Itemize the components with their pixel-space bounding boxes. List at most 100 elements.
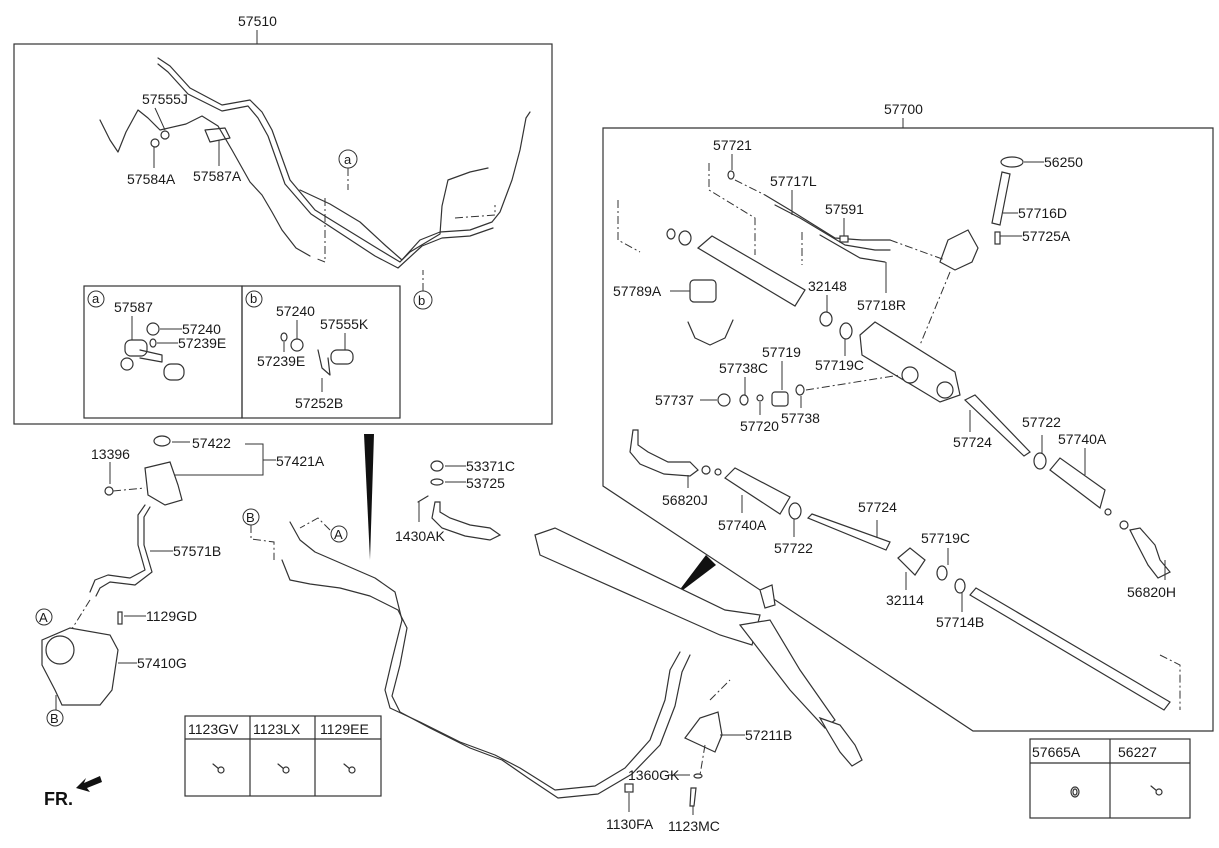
yoke-57719 [771, 391, 789, 407]
part-label-56250[interactable]: 56250 [1044, 154, 1083, 170]
feed-line-57717L [764, 194, 891, 241]
part-label-57718R[interactable]: 57718R [857, 297, 906, 313]
part-label-57737[interactable]: 57737 [655, 392, 694, 408]
hose-assembly-group: 57510 57555J 57584A 57587A a b a 57587 [13, 13, 553, 425]
part-label-57584A[interactable]: 57584A [127, 171, 176, 187]
part-label-57587[interactable]: 57587 [114, 299, 153, 315]
part-label-57724-mid[interactable]: 57724 [858, 499, 897, 515]
table-header-1129EE[interactable]: 1129EE [320, 721, 369, 737]
suction-hose-57571B [89, 504, 146, 593]
callout-B-pump[interactable] [46, 709, 64, 727]
yoke-plug-57737 [717, 393, 731, 407]
pointer-arrow [675, 555, 716, 596]
part-label-57719[interactable]: 57719 [762, 344, 801, 360]
part-label-57211B[interactable]: 57211B [745, 727, 792, 743]
svg-text:a: a [344, 152, 352, 167]
bushing-57789A [689, 279, 717, 303]
part-label-57721[interactable]: 57721 [713, 137, 752, 153]
gear-box-assembly-box [602, 127, 1214, 732]
part-label-13396[interactable]: 13396 [91, 446, 130, 462]
part-label-57510[interactable]: 57510 [238, 13, 277, 29]
hose-assembly-box [13, 43, 553, 425]
part-label-57555J[interactable]: 57555J [142, 91, 188, 107]
part-label-57789A[interactable]: 57789A [613, 283, 662, 299]
part-label-32148[interactable]: 32148 [808, 278, 847, 294]
part-label-57252B[interactable]: 57252B [295, 395, 343, 411]
bracket-57587A [204, 127, 231, 143]
part-label-57724-top[interactable]: 57724 [953, 434, 992, 450]
reservoir-pump-group: 57422 57421A 13396 57571B A 1129GD 57410… [35, 435, 325, 727]
part-label-1430AK[interactable]: 1430AK [395, 528, 445, 544]
part-label-57591[interactable]: 57591 [825, 201, 864, 217]
part-label-57719C-mid[interactable]: 57719C [921, 530, 970, 546]
part-label-57738[interactable]: 57738 [781, 410, 820, 426]
return-line-rack [281, 559, 691, 799]
part-label-57717L[interactable]: 57717L [770, 173, 817, 189]
return-line [299, 167, 489, 261]
cylinder-tube [696, 235, 806, 307]
part-label-57738C[interactable]: 57738C [719, 360, 768, 376]
svg-text:FR.: FR. [44, 789, 73, 809]
part-label-57719C-top[interactable]: 57719C [815, 357, 864, 373]
svg-text:A: A [334, 527, 343, 542]
tie-rod-end-installed [818, 716, 863, 767]
dash-line [314, 198, 326, 263]
washer-53725 [430, 478, 444, 486]
boot-57740A-left [724, 467, 791, 515]
part-label-57700[interactable]: 57700 [884, 101, 923, 117]
rack-housing [859, 321, 961, 403]
part-label-57722-left[interactable]: 57722 [774, 540, 813, 556]
flange-bolt-icon [212, 763, 225, 774]
fastener-table-1: 1123GV 1123LX 1129EE [184, 715, 382, 797]
part-label-57587A[interactable]: 57587A [193, 168, 242, 184]
part-label-57714B[interactable]: 57714B [936, 614, 984, 630]
part-label-57725A[interactable]: 57725A [1022, 228, 1071, 244]
detail-a-callout [87, 290, 105, 308]
pinion-valve-57716D [991, 171, 1011, 226]
bolt-1123MC [689, 787, 697, 807]
part-label-56820H[interactable]: 56820H [1127, 584, 1176, 600]
part-label-1123MC[interactable]: 1123MC [668, 818, 720, 834]
flange-bolt-icon [277, 763, 290, 774]
part-label-57410G[interactable]: 57410G [137, 655, 187, 671]
callout-A-line[interactable] [330, 525, 348, 543]
table-header-57665A[interactable]: 57665A [1032, 744, 1081, 760]
part-label-57716D[interactable]: 57716D [1018, 205, 1067, 221]
table-header-1123LX[interactable]: 1123LX [253, 721, 301, 737]
part-label-57555K[interactable]: 57555K [320, 316, 369, 332]
part-label-57722-right[interactable]: 57722 [1022, 414, 1061, 430]
part-label-1130FA[interactable]: 1130FA [606, 816, 654, 832]
table-header-56227[interactable]: 56227 [1118, 744, 1157, 760]
part-label-57571B[interactable]: 57571B [173, 543, 221, 559]
part-label-57240-a[interactable]: 57240 [182, 321, 221, 337]
bolt-1129GD [117, 611, 123, 625]
bracket-57252B [317, 349, 331, 376]
part-label-57422[interactable]: 57422 [192, 435, 231, 451]
part-label-57740A-left[interactable]: 57740A [718, 517, 767, 533]
part-label-57740A-right[interactable]: 57740A [1058, 431, 1107, 447]
part-label-57239E-a[interactable]: 57239E [178, 335, 226, 351]
pointer-arrow [364, 434, 374, 560]
part-label-53725[interactable]: 53725 [466, 475, 505, 491]
front-arrow-icon [76, 776, 102, 792]
part-label-1129GD[interactable]: 1129GD [146, 608, 197, 624]
part-label-1360GK[interactable]: 1360GK [628, 767, 680, 783]
part-label-53371C[interactable]: 53371C [466, 458, 515, 474]
boot-right-installed [738, 619, 836, 729]
grommet-57240 [146, 322, 160, 336]
part-label-57421A[interactable]: 57421A [276, 453, 325, 469]
part-label-56820J[interactable]: 56820J [662, 492, 708, 508]
part-label-57720[interactable]: 57720 [740, 418, 779, 434]
table-header-1123GV[interactable]: 1123GV [188, 721, 239, 737]
valve-housing [939, 229, 979, 271]
callout-A-pump[interactable] [35, 608, 53, 626]
pressure-hose [157, 57, 531, 263]
power-steering-pump-57410G [41, 627, 119, 706]
pinion-input [759, 584, 776, 609]
svg-text:B: B [50, 711, 59, 726]
feed-line-57718R [819, 234, 886, 263]
part-label-57240-b[interactable]: 57240 [276, 303, 315, 319]
part-label-57239E-b[interactable]: 57239E [257, 353, 305, 369]
part-label-32114[interactable]: 32114 [886, 592, 924, 608]
